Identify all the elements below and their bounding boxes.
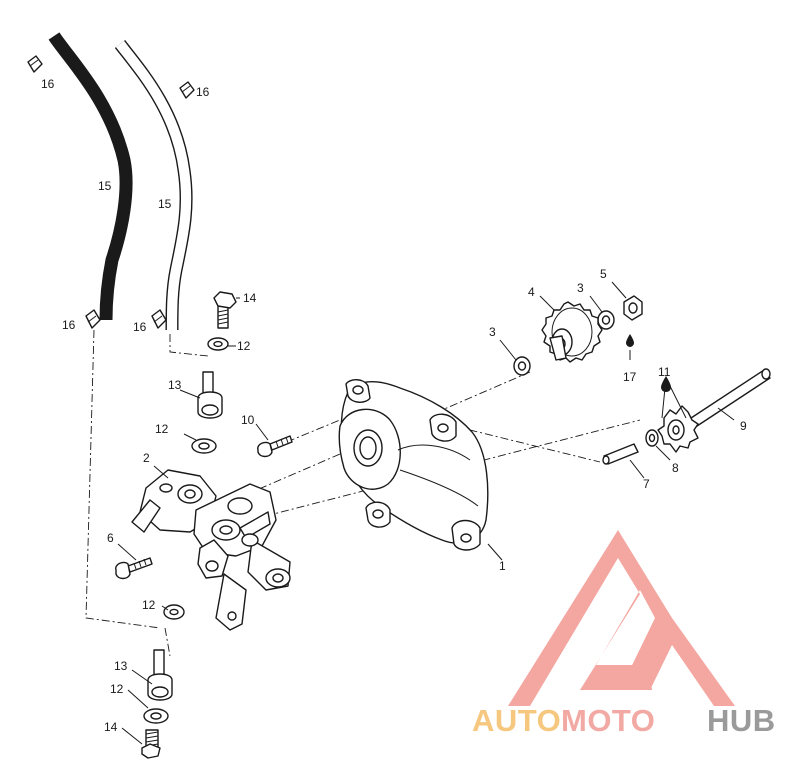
- callout-16: 16: [196, 85, 210, 99]
- sealing-washer: [207, 337, 229, 351]
- breather-hose-left: [48, 32, 133, 321]
- oil-pump-assembly: [131, 469, 291, 631]
- cover-bolt: [257, 435, 293, 458]
- banjo-fitting-lower: [147, 649, 173, 701]
- callout-3: 3: [577, 281, 584, 295]
- automotohub-logo: AUTO MOTO HUB: [472, 530, 776, 738]
- drive-shaft: [657, 368, 771, 453]
- callout-17: 17: [623, 370, 637, 384]
- pump-bolt: [115, 557, 153, 580]
- callout-10: 10: [241, 413, 255, 427]
- leader-lines: [117, 281, 735, 745]
- hose-clamp: [151, 309, 167, 329]
- callout-labels: 1 2 3 3 4 5 6 7 8 9 10 11 12 12 12 12 13…: [41, 77, 747, 734]
- callout-1: 1: [499, 559, 506, 573]
- banjo-bolt-lower: [141, 729, 161, 759]
- hex-nut: [623, 295, 643, 321]
- banjo-fitting-upper: [197, 371, 223, 419]
- callout-15: 15: [98, 179, 112, 193]
- lubricant-drop-icon: [661, 376, 671, 392]
- hose-clamp: [85, 309, 101, 329]
- hose-clamp: [179, 81, 195, 99]
- callout-15: 15: [158, 197, 172, 211]
- logo-word-hub: HUB: [707, 703, 776, 738]
- callout-12: 12: [142, 598, 156, 612]
- callout-12: 12: [110, 682, 124, 696]
- drive-gear: [541, 301, 603, 363]
- callout-16: 16: [62, 318, 76, 332]
- callout-5: 5: [600, 267, 607, 281]
- thrust-washer: [597, 310, 615, 330]
- callout-3: 3: [489, 325, 496, 339]
- logo-word-auto: AUTO: [472, 703, 561, 738]
- thrust-washer: [513, 356, 531, 376]
- sealing-washer: [143, 708, 169, 724]
- pump-cover: [338, 379, 489, 551]
- callout-14: 14: [104, 720, 118, 734]
- callout-16: 16: [41, 77, 55, 91]
- lubricant-drop-icon: [626, 334, 634, 347]
- shaft-washer: [645, 429, 659, 447]
- sealing-washer: [191, 438, 217, 454]
- callout-12: 12: [155, 422, 169, 436]
- callout-8: 8: [672, 461, 679, 475]
- banjo-bolt-upper: [213, 291, 237, 329]
- callout-6: 6: [107, 531, 114, 545]
- callout-2: 2: [143, 451, 150, 465]
- callout-7: 7: [643, 477, 650, 491]
- callout-16: 16: [133, 320, 147, 334]
- logo-mark: [508, 530, 735, 706]
- sealing-washer: [163, 604, 185, 620]
- callout-4: 4: [528, 285, 535, 299]
- breather-hose-right: [114, 40, 193, 331]
- callout-14: 14: [243, 291, 257, 305]
- hose-clamp: [27, 55, 43, 73]
- callout-9: 9: [740, 419, 747, 433]
- callout-12: 12: [237, 339, 251, 353]
- logo-word-moto: MOTO: [561, 703, 655, 738]
- dowel-pin: [602, 443, 639, 465]
- callout-13: 13: [168, 378, 182, 392]
- callout-13: 13: [114, 659, 128, 673]
- callout-11: 11: [658, 365, 671, 379]
